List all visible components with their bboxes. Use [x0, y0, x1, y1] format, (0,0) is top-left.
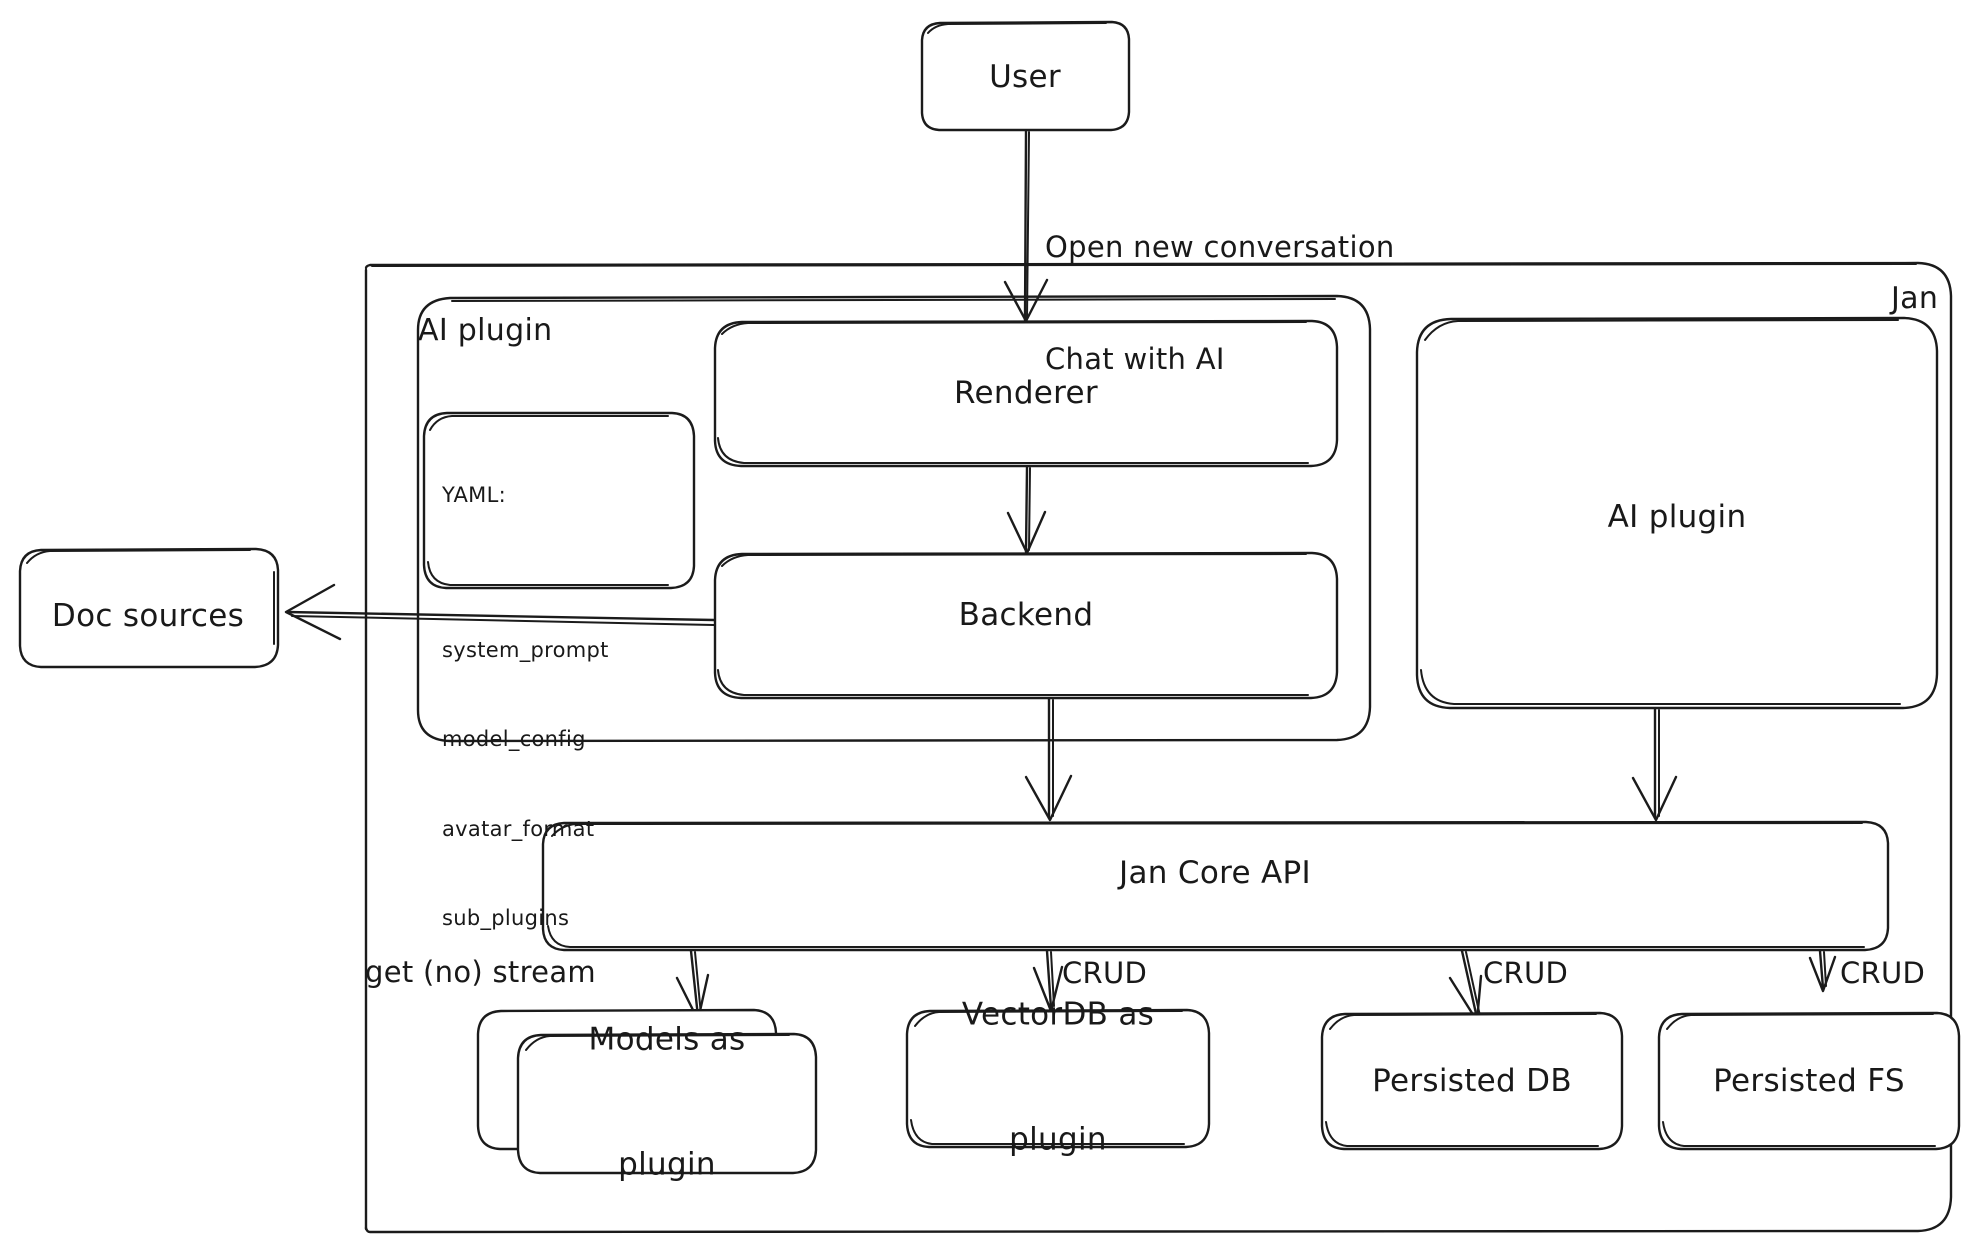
container-jan: [364, 261, 1953, 1234]
node-label-backend: Backend: [958, 597, 1094, 634]
edge-ai-plugin-to-core-api: [1631, 707, 1678, 822]
node-label-jan-core-api: Jan Core API: [1119, 855, 1311, 892]
yaml-note-key-3: sub_plugins: [442, 906, 570, 930]
node-ai-plugin-box[interactable]: [1415, 316, 1939, 710]
vectordb-line-1: VectorDB as: [961, 996, 1155, 1033]
node-jan-core-api[interactable]: [541, 820, 1890, 952]
container-ai-plugin-group: [416, 294, 1372, 743]
node-label-models-as-plugin: Models as plugin: [589, 936, 746, 1246]
edge-label-crud-persisted-db: CRUD: [1483, 956, 1569, 990]
node-persisted-db[interactable]: [1320, 1011, 1624, 1151]
node-persisted-fs[interactable]: [1657, 1011, 1961, 1151]
node-label-doc-sources: Doc sources: [51, 598, 245, 635]
edge-backend-to-core-api: [1024, 697, 1073, 822]
node-doc-sources[interactable]: [18, 547, 280, 669]
edge-core-api-to-persisted-db: [1448, 949, 1483, 1023]
node-vectordb-as-plugin[interactable]: [905, 1008, 1211, 1149]
edge-label-crud-vectordb: CRUD: [1062, 956, 1148, 990]
node-label-vectordb-as-plugin: VectorDB as plugin: [962, 911, 1154, 1246]
node-label-user: User: [989, 59, 1061, 96]
edge-label-line-1: Open new conversation: [1045, 230, 1395, 265]
node-label-persisted-db: Persisted DB: [1372, 1063, 1572, 1100]
node-backend[interactable]: [713, 551, 1339, 700]
node-yaml-note: [422, 411, 696, 590]
node-models-as-plugin[interactable]: [476, 1008, 818, 1175]
vectordb-line-2: plugin: [1009, 1121, 1107, 1158]
edge-core-api-to-persisted-fs: [1808, 949, 1837, 993]
yaml-note-title: YAML:: [442, 482, 506, 507]
yaml-note-key-0: system_prompt: [442, 637, 609, 662]
edge-renderer-to-backend: [1006, 465, 1047, 555]
node-label-persisted-fs: Persisted FS: [1713, 1063, 1905, 1100]
yaml-note-key-1: model_config: [442, 727, 586, 752]
node-renderer[interactable]: [713, 319, 1339, 468]
container-label-jan: Jan: [1891, 281, 1939, 316]
edge-label-crud-persisted-fs: CRUD: [1840, 956, 1926, 990]
node-label-renderer: Renderer: [954, 375, 1098, 412]
edge-label-user-to-renderer: Open new conversation Chat with AI: [1045, 155, 1395, 452]
node-label-ai-plugin-box: AI plugin: [1607, 499, 1747, 536]
yaml-note-text: YAML: system_prompt model_config avatar_…: [442, 421, 609, 993]
node-user[interactable]: [920, 20, 1131, 132]
models-line-1: Models as: [588, 1021, 746, 1058]
edge-label-get-no-stream: get (no) stream: [365, 955, 596, 989]
edge-backend-to-doc-sources: [284, 583, 716, 641]
models-line-2: plugin: [618, 1146, 716, 1183]
yaml-note-key-2: avatar_format: [442, 816, 595, 841]
edge-user-to-renderer: [1003, 129, 1049, 323]
container-label-ai-plugin-group: AI plugin: [418, 313, 553, 348]
edge-label-line-2: Chat with AI: [1045, 341, 1225, 376]
